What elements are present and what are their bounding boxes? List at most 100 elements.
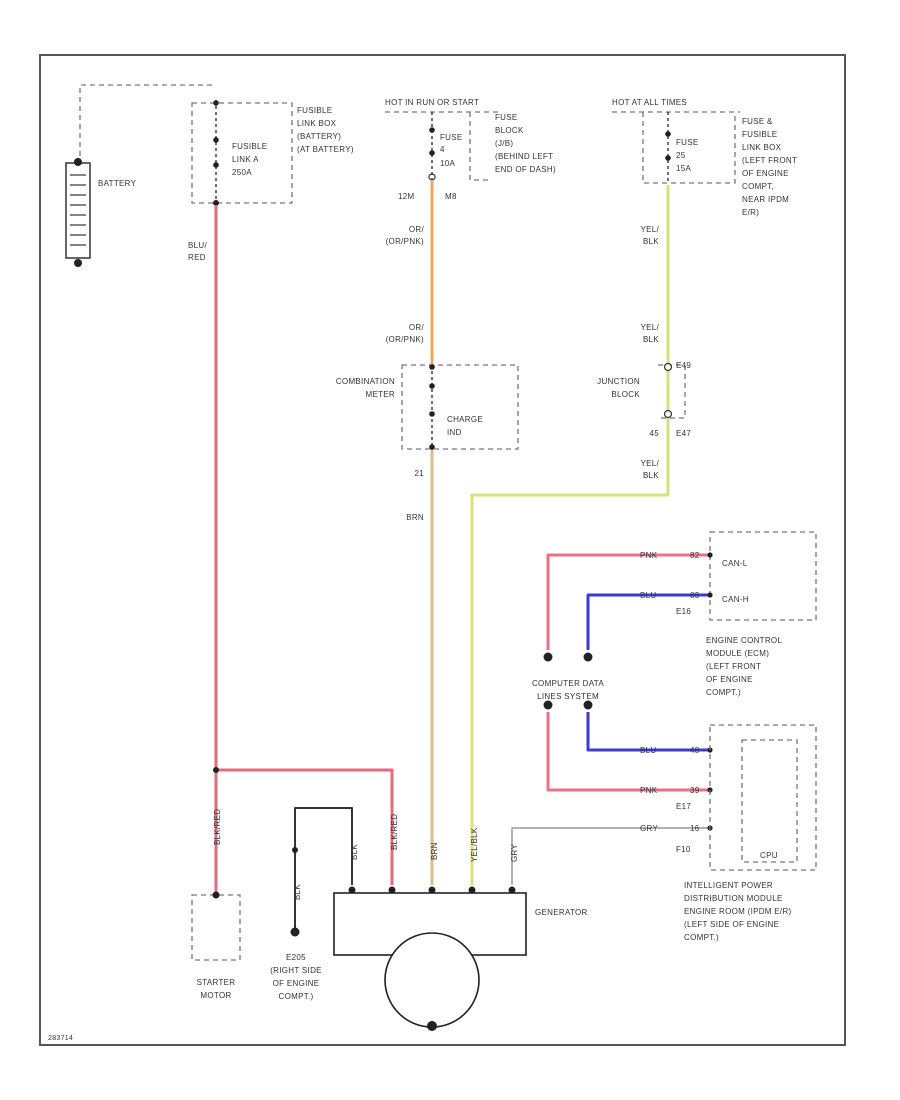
wire-gry-vlabel: GRY: [510, 844, 519, 862]
ffb-line-4: (LEFT FRONT: [742, 156, 797, 165]
fuse-fusible-link-box: HOT AT ALL TIMES FUSE 25 15A FUSE & FUSI…: [612, 98, 797, 217]
yel-blk-2b: BLK: [643, 335, 659, 344]
diagram-frame: [39, 54, 846, 1046]
footer-code: 283714: [48, 1035, 73, 1042]
fuse-4-line-1: FUSE: [440, 133, 463, 142]
battery-symbol: [65, 162, 91, 259]
fuse-block-line-4: (BEHIND LEFT: [495, 152, 553, 161]
pin-m8-label: M8: [445, 192, 457, 201]
cdl-terminal-4: [583, 700, 593, 710]
pin-f10-label: F10: [676, 845, 691, 854]
ecm-line-4: OF ENGINE: [706, 675, 753, 684]
svg-text:10A: 10A: [440, 159, 455, 168]
fuse-25-line-2: 25: [676, 151, 686, 160]
wire-blu-can-h: [586, 593, 710, 650]
fusible-link-box-line-1: FUSIBLE: [297, 106, 332, 115]
generator: GENERATOR: [333, 886, 587, 1031]
yel-blk-1b: BLK: [643, 237, 659, 246]
yel-blk-1a: YEL/: [640, 225, 659, 234]
svg-text:LINK A: LINK A: [232, 155, 259, 164]
ecm-line-5: COMPT.): [706, 688, 741, 697]
ecm-can-l-label: CAN-L: [722, 559, 748, 568]
fusible-link-a-line-1: FUSIBLE: [232, 142, 267, 151]
wire-or-label-1a: OR/: [409, 225, 425, 234]
ipdm-er: CPU INTELLIGENT POWER DISTRIBUTION MODUL…: [684, 724, 817, 942]
fuse-block-line-3: (J/B): [495, 139, 513, 148]
starter-motor-line-1: STARTER: [197, 978, 236, 987]
wire-pnk-can-l: [546, 553, 710, 650]
brn-label: BRN: [406, 513, 424, 522]
fuse-25-line-1: FUSE: [676, 138, 699, 147]
svg-text:4: 4: [440, 145, 445, 154]
fusible-link-box-line-4: (AT BATTERY): [297, 145, 354, 154]
svg-text:(BATTERY): (BATTERY): [297, 132, 341, 141]
ffb-line-3: LINK BOX: [742, 143, 782, 152]
fuse-25-line-3: 15A: [676, 164, 691, 173]
pin-e49-label: E49: [676, 361, 691, 370]
fusible-link-box-line-2: LINK BOX: [297, 119, 337, 128]
cdl-terminal-2: [583, 652, 593, 662]
engine-control-module: CAN-L CAN-H ENGINE CONTROL MODULE (ECM) …: [706, 531, 817, 697]
ecm-line-2: MODULE (ECM): [706, 649, 769, 658]
pin-21-label: 21: [415, 469, 425, 478]
charge-ind-line-1: CHARGE: [447, 415, 483, 424]
yel-blk-3b: BLK: [643, 471, 659, 480]
ffb-line-1: FUSE &: [742, 117, 773, 126]
ffb-line-6: COMPT,: [742, 182, 774, 191]
generator-ground: [427, 1021, 437, 1031]
cdl-terminal-3: [543, 700, 553, 710]
fusible-link-a-line-2: LINK A: [232, 155, 259, 164]
wire-blk-red2-vlabel: BLK/RED: [390, 814, 399, 850]
pin-83-label: 83: [690, 591, 700, 600]
cdl-terminal-1: [543, 652, 553, 662]
e205-line-2: (RIGHT SIDE: [270, 966, 322, 975]
e205-line-4: COMPT.): [279, 992, 314, 1001]
ffb-line-2: FUSIBLE: [742, 130, 777, 139]
combination-meter-line-1: COMBINATION: [336, 377, 395, 386]
pin-12m-label: 12M: [398, 192, 414, 201]
ecm-line-3: (LEFT FRONT: [706, 662, 761, 671]
ffb-line-5: OF ENGINE: [742, 169, 789, 178]
blk-ground-label: BLK: [293, 884, 302, 900]
wire-blk-vlabel: BLK: [350, 844, 359, 860]
ground-e205-symbol: [290, 927, 300, 937]
yel-blk-2a: YEL/: [640, 323, 659, 332]
ipdm-line-3: ENGINE ROOM (IPDM E/R): [684, 907, 792, 916]
fuse-block: HOT IN RUN OR START FUSE 4 10A FUSE BLOC…: [385, 98, 556, 201]
ipdm-line-4: (LEFT SIDE OF ENGINE: [684, 920, 779, 929]
blu-1-label: BLU: [640, 591, 656, 600]
starter-motor: STARTER MOTOR: [191, 891, 241, 1000]
ipdm-line-5: COMPT.): [684, 933, 719, 942]
hot-all-times-label: HOT AT ALL TIMES: [612, 98, 687, 107]
pnk-1-label: PNK: [640, 551, 658, 560]
wire-blk-red-vlabel: BLK/RED: [213, 809, 222, 845]
fusible-link-a-line-3: 250A: [232, 168, 252, 177]
wire-blu-red-label-2: RED: [188, 253, 206, 262]
wire-blu-ipdm: [586, 712, 710, 752]
fuse-block-line-5: END OF DASH): [495, 165, 556, 174]
svg-text:FUSIBLE: FUSIBLE: [297, 106, 332, 115]
wire-or-label-2a: OR/: [409, 323, 425, 332]
pin-39-label: 39: [690, 786, 700, 795]
hot-run-start-label: HOT IN RUN OR START: [385, 98, 479, 107]
pin-82-label: 82: [690, 551, 700, 560]
battery-positive-terminal: [74, 158, 82, 166]
svg-text:250A: 250A: [232, 168, 252, 177]
pin-e17-label: E17: [676, 802, 691, 811]
pin-e16-label: E16: [676, 607, 691, 616]
starter-motor-line-2: MOTOR: [200, 991, 231, 1000]
ipdm-line-2: DISTRIBUTION MODULE: [684, 894, 783, 903]
svg-text:FUSE: FUSE: [440, 133, 463, 142]
junction-block-line-2: BLOCK: [611, 390, 640, 399]
e205-line-1: E205: [286, 953, 306, 962]
wire-pnk-ipdm: [546, 712, 710, 792]
yel-blk-3a: YEL/: [640, 459, 659, 468]
generator-symbol: [384, 932, 480, 1028]
ecm-can-h-label: CAN-H: [722, 595, 749, 604]
fusible-link-box-line-3: (BATTERY): [297, 132, 341, 141]
battery-negative-terminal: [74, 259, 82, 267]
wire-blu-red-label-1: BLU/: [188, 241, 207, 250]
cdl-line-2: LINES SYSTEM: [537, 692, 599, 701]
computer-data-lines: COMPUTER DATA LINES SYSTEM: [532, 652, 604, 710]
